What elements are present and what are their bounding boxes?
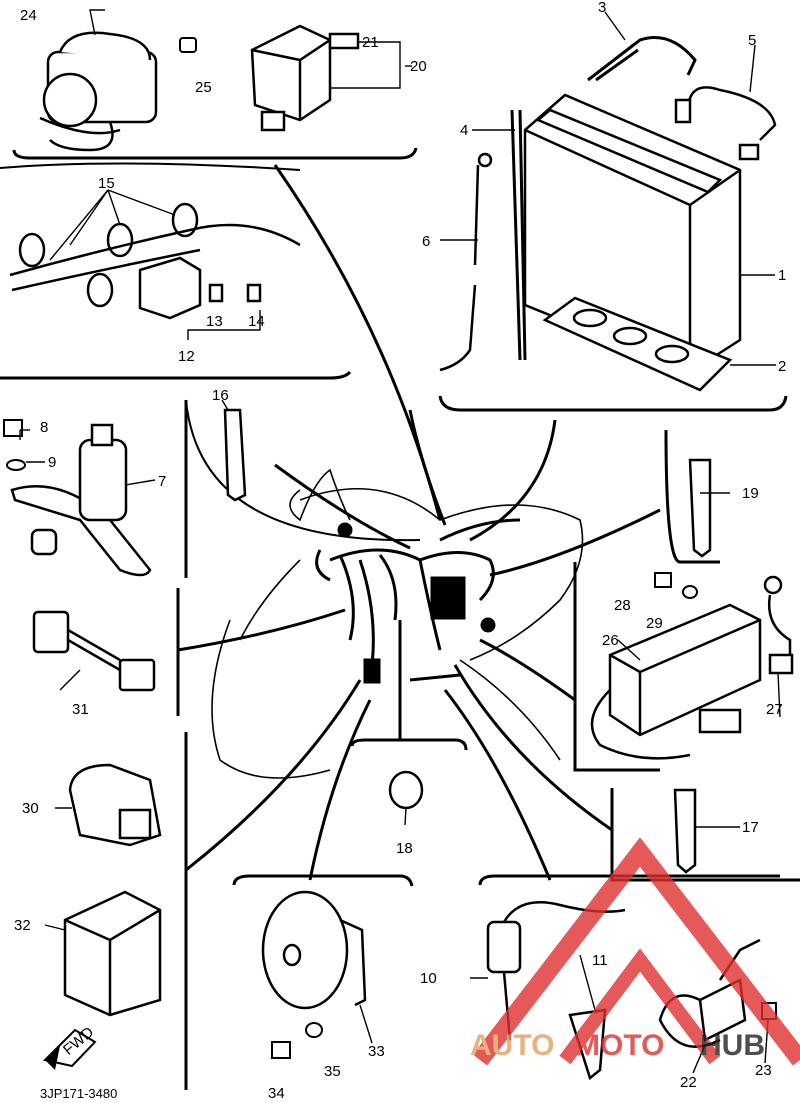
callout-18: 18 — [396, 840, 413, 857]
part-32-unit — [63, 890, 162, 1017]
callout-5: 5 — [748, 32, 756, 49]
part-20-relay — [250, 24, 332, 132]
part-10-switch — [486, 901, 626, 1041]
callout-8: 8 — [40, 419, 48, 436]
part-24-coil — [39, 31, 158, 152]
part-27-lead — [763, 575, 794, 675]
callout-23: 23 — [755, 1062, 772, 1079]
part-19-band — [688, 458, 712, 558]
part-26-unit — [590, 603, 762, 760]
part-25-nut — [179, 37, 197, 53]
callout-16: 16 — [212, 387, 229, 404]
part-21-clip — [328, 32, 360, 50]
callout-26: 26 — [602, 632, 619, 649]
part-33-horn — [261, 890, 367, 1010]
part-34-bolt — [271, 1041, 291, 1059]
part-number-labels: 1 2 3 4 5 6 7 8 9 10 11 12 13 14 15 16 1… — [14, 0, 786, 1102]
part-35-washer — [305, 1022, 323, 1038]
frame-outline — [211, 468, 584, 779]
callout-15: 15 — [98, 175, 115, 192]
part-17-band — [673, 788, 697, 874]
callout-19: 19 — [742, 485, 759, 502]
part-15-clamps — [9, 202, 301, 308]
callout-32: 32 — [14, 917, 31, 934]
callout-17: 17 — [742, 819, 759, 836]
part-18-clamp — [388, 770, 424, 810]
callout-12: 12 — [178, 348, 195, 365]
callout-9: 9 — [48, 454, 56, 471]
callout-6: 6 — [422, 233, 430, 250]
callout-10: 10 — [420, 970, 437, 987]
callout-11: 11 — [592, 952, 608, 969]
callout-27: 27 — [766, 701, 783, 718]
callout-22: 22 — [680, 1074, 697, 1091]
part-16-band — [223, 408, 247, 502]
callout-21: 21 — [362, 34, 379, 51]
section-frames — [0, 147, 800, 1090]
part-29-washer — [682, 585, 698, 599]
part-2-battery-tray — [542, 296, 733, 392]
watermark-text-auto: AUTO — [470, 1029, 554, 1062]
drawing-code: 3JP171-3480 — [40, 1086, 117, 1101]
part-6-lead — [439, 152, 493, 372]
part-12-fuse-box — [138, 256, 262, 320]
part-8-bolt — [3, 419, 23, 437]
callout-35: 35 — [324, 1063, 341, 1080]
callout-31: 31 — [72, 701, 89, 718]
callout-25: 25 — [195, 79, 212, 96]
callout-3: 3 — [598, 0, 606, 16]
callout-7: 7 — [158, 473, 166, 490]
callout-29: 29 — [646, 615, 663, 632]
wire-harness — [315, 518, 521, 684]
watermark-logo: AUTO MOTO HUB — [470, 837, 800, 1066]
callout-20: 20 — [410, 58, 427, 75]
part-30-relay — [68, 763, 162, 847]
callout-leaders — [19, 9, 781, 1074]
callout-2: 2 — [778, 358, 786, 375]
callout-13: 13 — [206, 313, 223, 330]
callout-4: 4 — [460, 122, 468, 139]
part-5-lead — [674, 86, 777, 161]
watermark-text-moto: MOTO — [575, 1029, 664, 1062]
part-7-switch — [10, 423, 152, 577]
fwd-arrow: FWD — [43, 1024, 97, 1070]
callout-30: 30 — [22, 800, 39, 817]
part-31-connector — [32, 610, 156, 692]
callout-34: 34 — [268, 1085, 285, 1102]
part-3-strap — [587, 36, 697, 82]
callout-24: 24 — [20, 7, 37, 24]
callout-33: 33 — [368, 1043, 385, 1060]
callout-1: 1 — [778, 267, 786, 284]
part-4-rod — [510, 109, 527, 361]
callout-14: 14 — [248, 313, 265, 330]
part-9-washer — [6, 459, 26, 471]
part-28-bolt — [654, 572, 672, 588]
callout-28: 28 — [614, 597, 631, 614]
watermark-text-hub: HUB — [700, 1029, 765, 1062]
